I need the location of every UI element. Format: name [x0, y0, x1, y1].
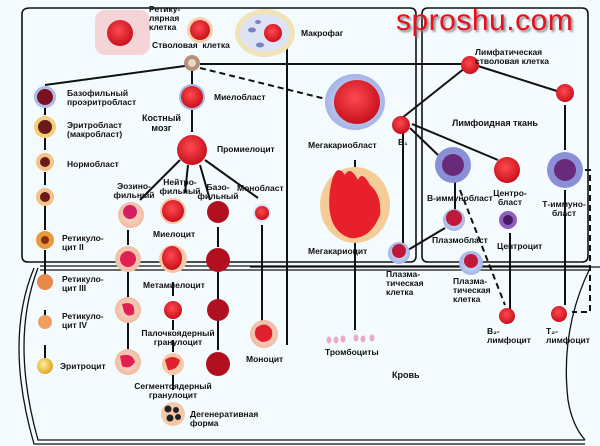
label-b1: B₁	[398, 137, 408, 147]
label-b-immunoblast: B-иммунобласт	[427, 193, 493, 203]
label-reticulocyte-4: Ретикуло- цит IV	[62, 311, 104, 330]
dashed-lines	[199, 67, 591, 313]
label-band-granulocyte: Палочкоядерный гранулоцит	[141, 328, 215, 347]
label-normoblast: Нормобласт	[67, 159, 119, 169]
monocyte-cell	[250, 320, 278, 348]
label-monoblast: Монобласт	[237, 183, 284, 193]
label-monocyte: Моноцит	[246, 354, 284, 364]
label-megakaryocyte: Мегакариоцит	[308, 246, 368, 256]
label-platelets: Тромбоциты	[325, 347, 379, 357]
label-segmented-granulocyte: Сегментоядерный гранулоцит	[134, 381, 212, 400]
label-erythroblast: Эритробласт (макробласт)	[67, 120, 123, 139]
label-plasma-cell-2: Плазма- тическая клетка	[453, 276, 491, 304]
myeloid-lineage-cells	[115, 84, 271, 426]
label-t-immunoblast: Т-иммуно- бласт	[542, 199, 586, 218]
bone-marrow-frame	[21, 7, 417, 263]
stem-cell	[184, 55, 200, 71]
lymphoid-tissue-frame	[421, 7, 589, 263]
erythroid-lineage-cells	[34, 86, 56, 374]
label-centrocyte: Центроцит	[497, 241, 543, 251]
lineage-lines	[44, 40, 600, 390]
label-b2-lymphocyte: B₂- лимфоцит	[487, 326, 531, 345]
platelets	[326, 334, 375, 344]
label-erythrocyte: Эритроцит	[60, 361, 106, 371]
region-label-lymphoid-tissue: Лимфоидная ткань	[452, 118, 538, 128]
label-macrophage: Макрофаг	[301, 28, 344, 38]
label-plasma-cell-1: Плазма- тическая клетка	[386, 269, 424, 297]
label-lymphoid-stem-cell: Лимфатическая стволовая клетка	[475, 47, 550, 66]
label-metamyelocyte: Метамиелоцит	[143, 280, 205, 290]
watermark: sproshu.com	[396, 4, 574, 37]
label-reticular-cell: Ретику- лярная клетка	[149, 4, 181, 32]
label-reticulocyte-2: Ретикуло- цит II	[62, 233, 104, 252]
label-promyelocyte: Промиелоцит	[217, 144, 275, 154]
label-plasmoblast: Плазмобласт	[432, 235, 488, 245]
label-myelocyte: Миелоцит	[153, 229, 196, 239]
label-neutrophilic: Нейтро- фильный	[159, 177, 201, 196]
macrophage-cell	[235, 9, 295, 57]
label-basophilic-proerythroblast: Базофильный проэритробласт	[67, 88, 137, 107]
label-degenerative-form: Дегенеративная форма	[190, 409, 259, 428]
label-stem-cell: Стволовая клетка	[152, 40, 230, 50]
blood-vessel-frame	[18, 265, 591, 445]
label-centroblast: Центро- бласт	[493, 188, 527, 207]
region-label-blood: Кровь	[392, 370, 420, 380]
label-reticulocyte-3: Ретикуло- цит III	[62, 274, 104, 293]
label-t2-lymphocyte: T₂- лимфоцит	[546, 326, 590, 345]
lymphoid-lineage-cells	[388, 56, 583, 324]
label-basophilic: Базо- фильный	[197, 182, 239, 201]
label-megakaryoblast: Мегакариобласт	[308, 140, 377, 150]
region-label-bone-marrow: Костный мозг	[142, 113, 181, 133]
megakaryocyte-cells	[320, 74, 390, 243]
reticular-cell	[95, 10, 213, 55]
label-myeloblast: Миелобласт	[214, 92, 266, 102]
label-eosinophilic: Эозино- фильный	[113, 181, 155, 200]
